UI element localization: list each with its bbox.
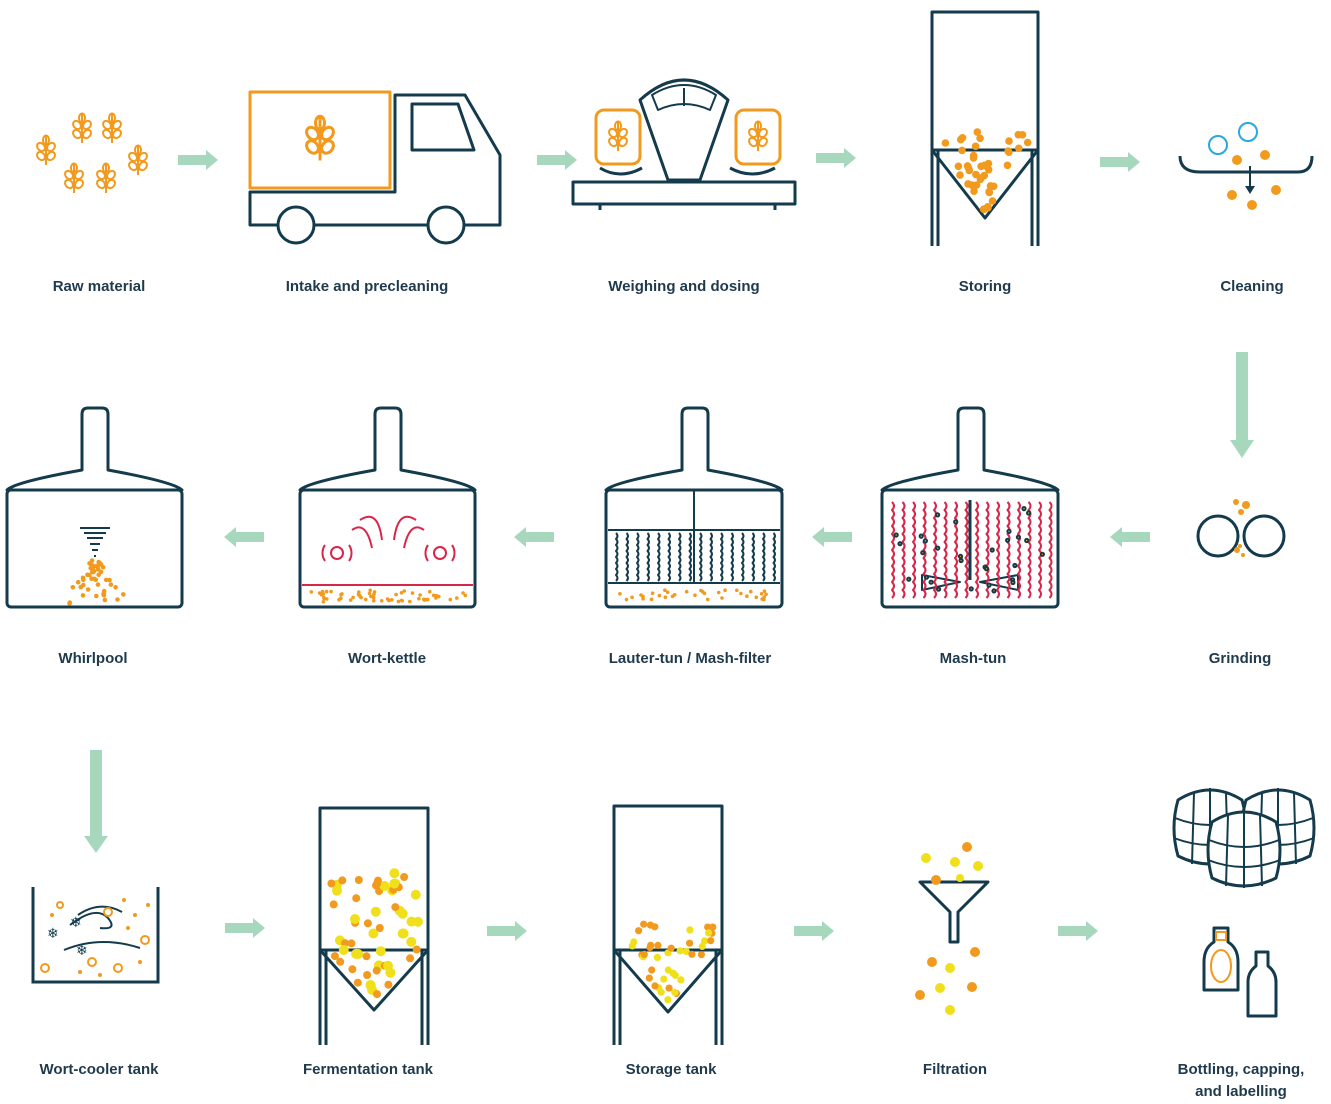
step-label-filtration: Filtration (922, 1061, 988, 1078)
step-label-fermentation: Fermentation tank (302, 1061, 434, 1078)
flow-arrow (812, 527, 852, 547)
step-label-lauter-tun: Lauter-tun / Mash-filter (608, 650, 772, 667)
flow-arrow (514, 527, 554, 547)
barrels-bottles-icon (1172, 788, 1316, 1018)
flow-arrow (1110, 527, 1150, 547)
scale-icon (571, 78, 797, 210)
flow-arrow (224, 527, 264, 547)
flow-arrow (537, 150, 577, 170)
step-label-bottling: Bottling, capping, and labelling (1177, 1061, 1305, 1100)
step-label-storage-tank: Storage tank (625, 1061, 717, 1078)
step-label-grinding: Grinding (1208, 650, 1272, 667)
flow-arrow (794, 921, 834, 941)
wort-cooler-icon: ❄ ❄ ❄ (31, 887, 160, 984)
flow-arrow (1100, 152, 1140, 172)
funnel-icon (915, 842, 990, 1015)
flow-arrow (816, 148, 856, 168)
flow-arrow (178, 150, 218, 170)
storage-tank-icon (612, 804, 724, 1045)
flow-arrow (1058, 921, 1098, 941)
svg-text:❄: ❄ (70, 915, 82, 931)
whirlpool-icon (5, 406, 184, 609)
wheat-grains-icon (34, 112, 150, 194)
mash-tun-icon (880, 406, 1060, 609)
step-label-wort-cooler: Wort-cooler tank (39, 1061, 159, 1078)
flow-arrow (487, 921, 527, 941)
silo-icon (930, 10, 1040, 246)
truck-icon (248, 90, 502, 245)
step-label-cleaning: Cleaning (1220, 278, 1284, 295)
step-label-whirlpool: Whirlpool (58, 650, 128, 667)
flow-arrow-down (84, 750, 108, 853)
flow-arrow-down (1230, 352, 1254, 458)
cleaning-bowl-icon (1178, 122, 1314, 210)
lauter-tun-icon (604, 406, 784, 609)
step-label-storing: Storing (958, 278, 1012, 295)
step-label-mash-tun: Mash-tun (939, 650, 1007, 667)
svg-text:❄: ❄ (76, 943, 88, 959)
step-label-raw-material: Raw material (52, 278, 146, 295)
wort-kettle-icon (298, 406, 477, 609)
svg-text:❄: ❄ (47, 926, 59, 942)
grinding-rollers-icon (1196, 499, 1286, 558)
step-label-wort-kettle: Wort-kettle (347, 650, 427, 667)
fermentation-tank-icon (318, 806, 430, 1045)
step-label-weighing: Weighing and dosing (608, 278, 760, 295)
step-label-intake: Intake and precleaning (285, 278, 449, 295)
flow-arrow (225, 918, 265, 938)
